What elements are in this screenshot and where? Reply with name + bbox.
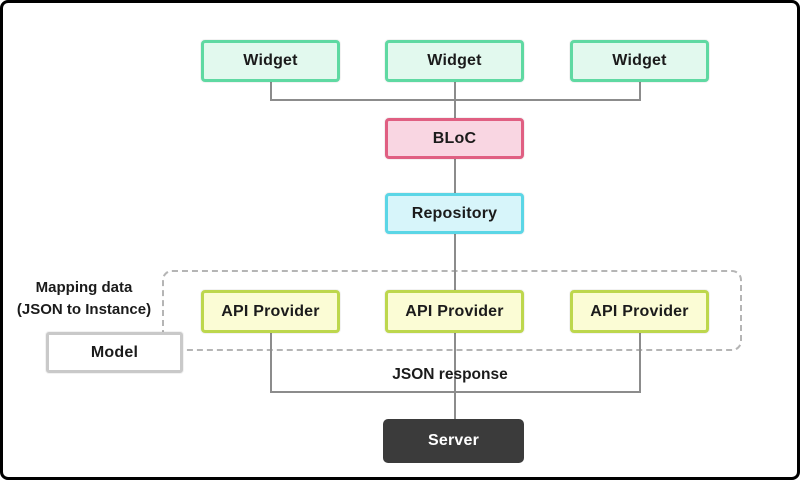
widget-node-3: Widget bbox=[570, 40, 709, 82]
connector-api2-down bbox=[453, 333, 456, 393]
mapping-note: Mapping data (JSON to Instance) bbox=[3, 277, 165, 321]
mapping-boundary-box bbox=[162, 270, 742, 351]
api-provider-node-3: API Provider bbox=[570, 290, 709, 333]
model-node: Model bbox=[46, 332, 183, 373]
connector-widget1-down bbox=[269, 82, 272, 101]
api-provider-node-1: API Provider bbox=[201, 290, 340, 333]
repository-node: Repository bbox=[385, 193, 524, 234]
api-provider-node-2: API Provider bbox=[385, 290, 524, 333]
connector-api1-down bbox=[269, 333, 272, 393]
server-node: Server bbox=[383, 419, 524, 463]
connector-widget3-down bbox=[638, 82, 641, 101]
bloc-node: BLoC bbox=[385, 118, 524, 159]
connector-api3-down bbox=[638, 333, 641, 393]
widget-node-1: Widget bbox=[201, 40, 340, 82]
mapping-note-line1: Mapping data bbox=[35, 279, 133, 296]
json-response-label: JSON response bbox=[392, 366, 508, 383]
connector-bloc-repository bbox=[453, 157, 456, 194]
connector-widgets-bus bbox=[269, 99, 641, 101]
mapping-note-line2: (JSON to Instance) bbox=[16, 301, 152, 318]
connector-bus-server bbox=[453, 391, 456, 419]
connector-repository-api bbox=[453, 234, 456, 291]
widget-node-2: Widget bbox=[385, 40, 524, 82]
